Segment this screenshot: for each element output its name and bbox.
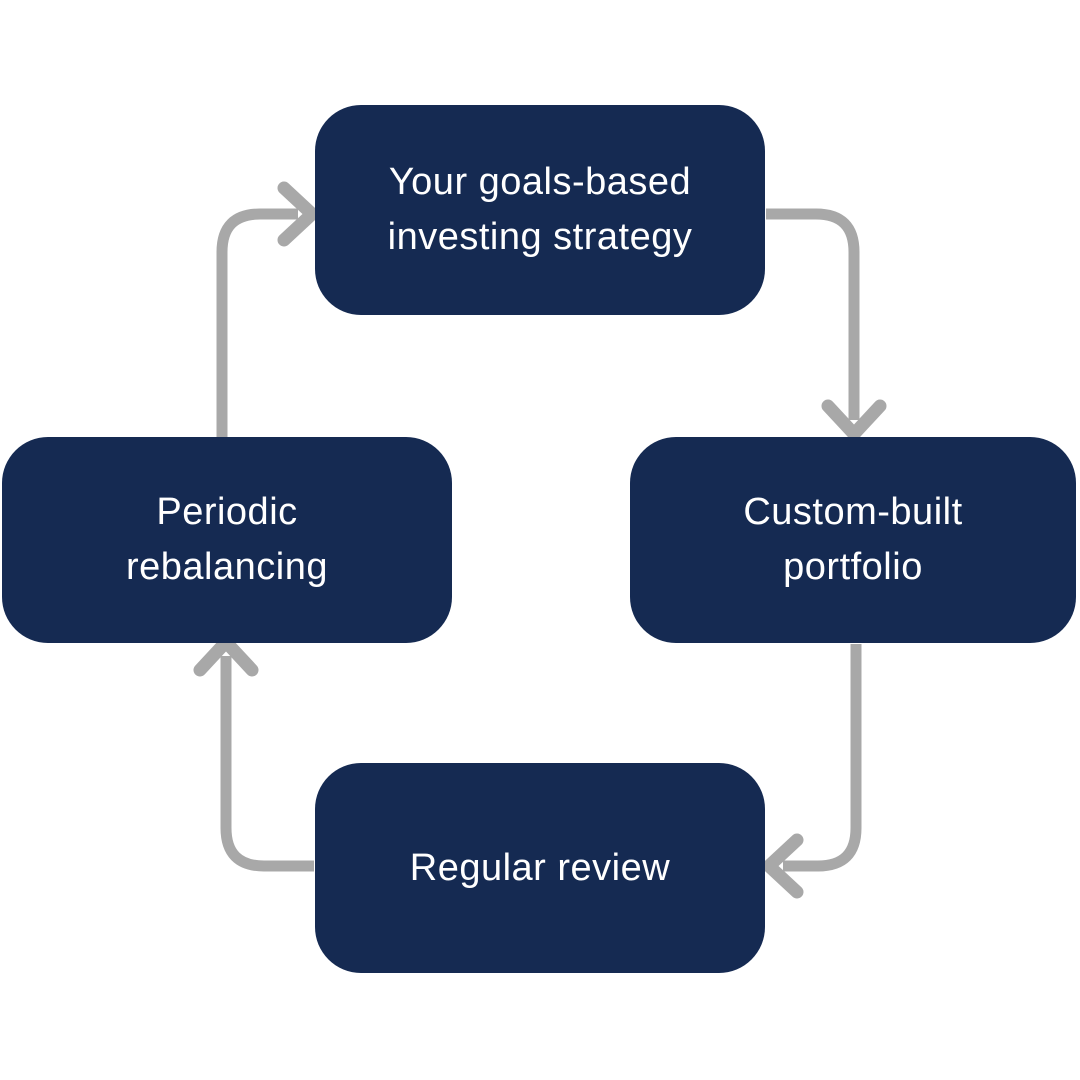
node-label-line: rebalancing: [126, 546, 328, 588]
arrow-portfolio-to-review: [762, 644, 862, 899]
node-label-line: Your goals-based: [388, 161, 692, 203]
node-review: Regular review: [315, 763, 765, 973]
arrow-strategy-to-portfolio: [766, 208, 887, 441]
node-portfolio: Custom-built portfolio: [630, 437, 1076, 643]
node-label-line: Regular review: [409, 846, 671, 889]
node-strategy: Your goals-based investing strategy: [315, 105, 765, 315]
node-label-line: Periodic: [156, 491, 298, 533]
node-label-line: investing strategy: [387, 216, 693, 258]
node-label-line: Custom-built: [743, 491, 963, 533]
arrow-review-to-rebalancing: [193, 635, 314, 872]
node-rebalancing: Periodic rebalancing: [2, 437, 452, 643]
node-label-line: portfolio: [783, 546, 923, 588]
arrow-rebalancing-to-strategy: [216, 181, 319, 440]
